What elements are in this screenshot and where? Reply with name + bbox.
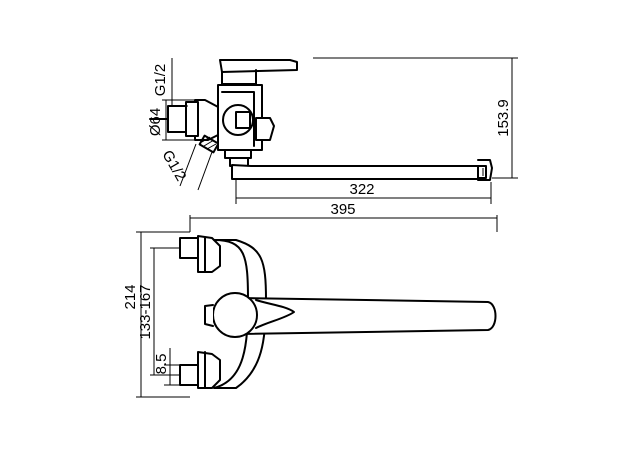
overall-395-label: 395	[330, 201, 355, 218]
dimension-8-5: 8.5	[153, 348, 180, 386]
center-range-label: 133-167	[137, 284, 154, 339]
dimension-133-167: 133-167	[137, 247, 180, 376]
dimension-153-9: 153.9	[313, 57, 518, 179]
height-214-label: 214	[122, 284, 139, 309]
hatched-nut	[198, 134, 220, 154]
thread-outlet-label: G1/2	[158, 147, 189, 184]
height-153-9-label: 153.9	[495, 99, 512, 137]
thread-top-label: G1/2	[152, 64, 169, 97]
front-view	[179, 235, 497, 389]
spout-322-label: 322	[349, 181, 374, 198]
dimension-g12-outlet: G1/2	[158, 143, 213, 191]
dimension-395: 395	[189, 201, 498, 232]
dimension-d64: Ø64	[147, 99, 195, 141]
diameter-64-label: Ø64	[147, 108, 164, 136]
offset-8-5-label: 8.5	[153, 354, 170, 375]
dimension-322: 322	[235, 180, 492, 204]
dimension-214: 214	[122, 231, 190, 398]
dimension-g12-top: G1/2	[152, 58, 188, 107]
side-view	[149, 59, 493, 181]
